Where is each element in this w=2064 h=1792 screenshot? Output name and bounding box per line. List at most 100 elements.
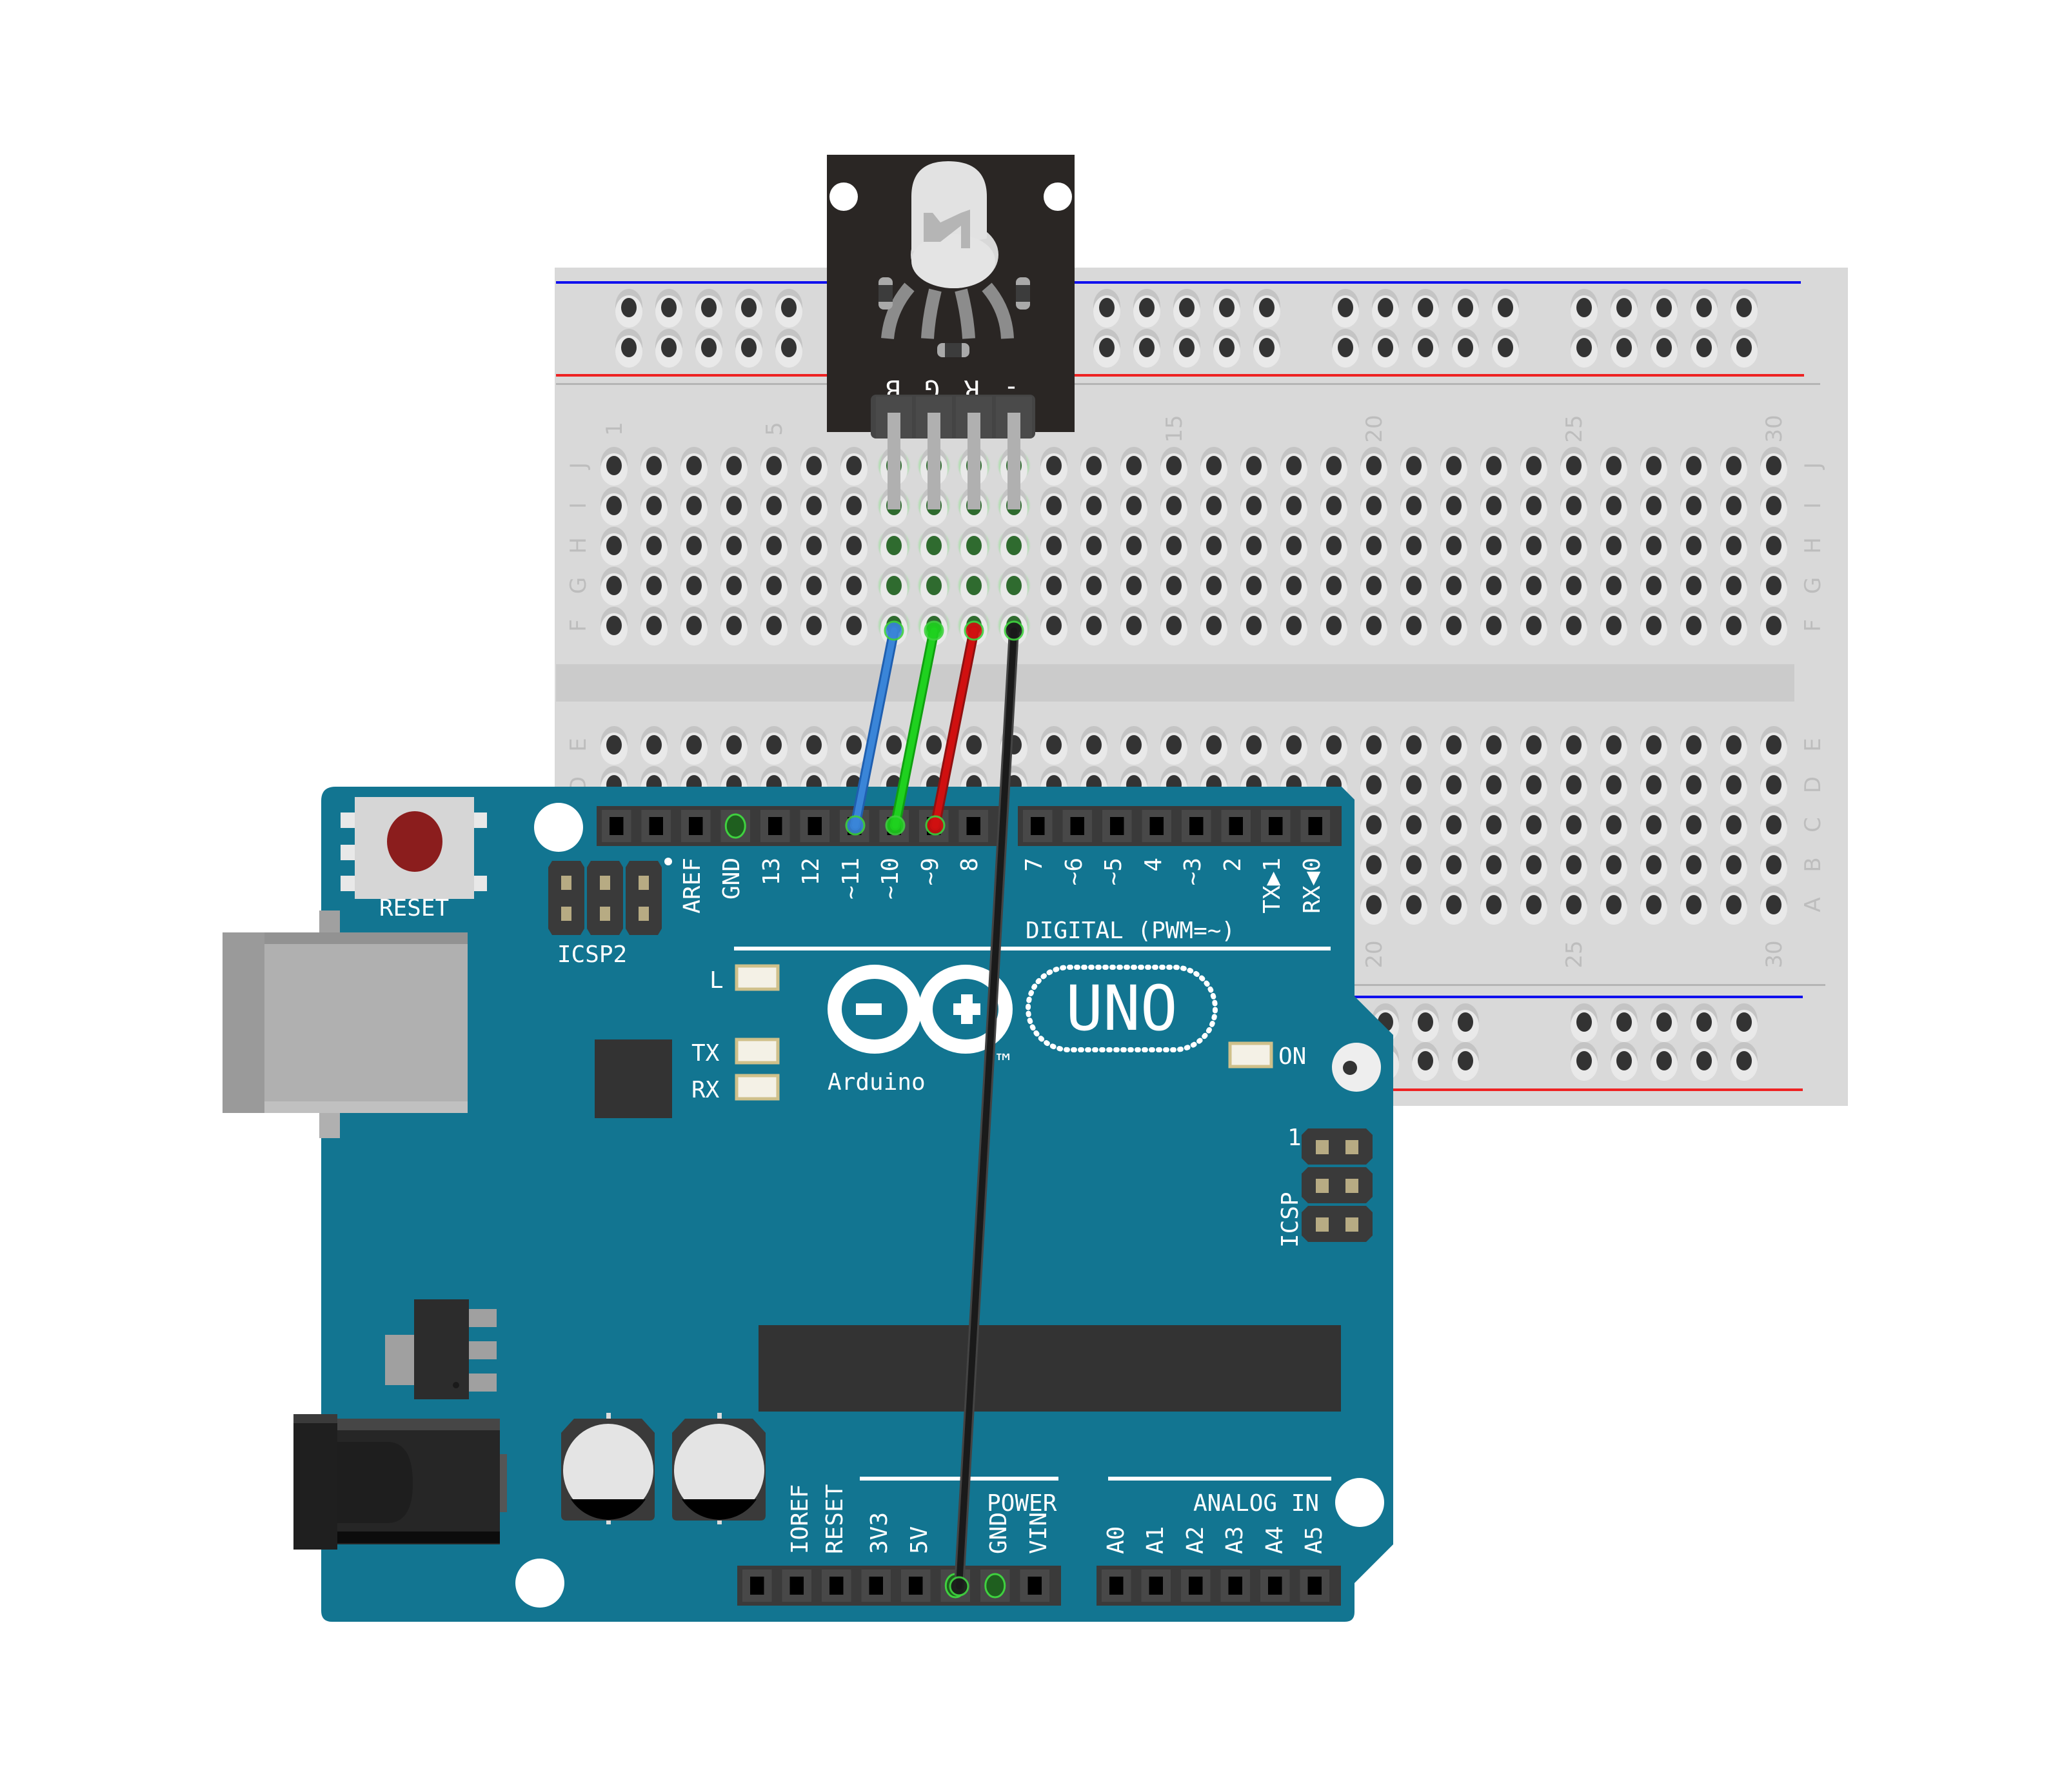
breadboard-hole[interactable] bbox=[640, 487, 668, 526]
breadboard-hole[interactable] bbox=[760, 567, 788, 606]
header-pin-socket[interactable] bbox=[1300, 1570, 1330, 1602]
breadboard-hole[interactable] bbox=[957, 567, 991, 606]
breadboard-hole[interactable] bbox=[1200, 527, 1227, 566]
breadboard-hole[interactable] bbox=[615, 329, 642, 368]
breadboard-hole[interactable] bbox=[1560, 527, 1587, 566]
breadboard-hole[interactable] bbox=[1640, 766, 1667, 805]
header-pin-socket[interactable] bbox=[1221, 810, 1251, 842]
breadboard-hole[interactable] bbox=[1400, 607, 1427, 645]
breadboard-hole[interactable] bbox=[1760, 806, 1787, 845]
breadboard-hole[interactable] bbox=[1360, 726, 1387, 765]
breadboard-hole[interactable] bbox=[1600, 447, 1627, 486]
header-pin-socket[interactable] bbox=[782, 1570, 812, 1602]
header-pin-socket[interactable] bbox=[861, 1570, 891, 1602]
breadboard-hole[interactable] bbox=[1320, 487, 1347, 526]
header-pin-socket[interactable] bbox=[1142, 810, 1172, 842]
breadboard-hole[interactable] bbox=[1760, 487, 1787, 526]
breadboard-hole[interactable] bbox=[1720, 726, 1747, 765]
breadboard-hole[interactable] bbox=[1412, 289, 1439, 328]
breadboard-hole[interactable] bbox=[800, 527, 828, 566]
breadboard-hole[interactable] bbox=[1720, 766, 1747, 805]
breadboard-hole[interactable] bbox=[655, 289, 682, 328]
header-pin-socket[interactable] bbox=[1141, 1570, 1171, 1602]
breadboard-hole[interactable] bbox=[1760, 567, 1787, 606]
breadboard-hole[interactable] bbox=[1400, 846, 1427, 885]
breadboard-hole[interactable] bbox=[1213, 289, 1240, 328]
breadboard-hole[interactable] bbox=[1640, 846, 1667, 885]
reset-button[interactable] bbox=[341, 797, 487, 899]
breadboard-hole[interactable] bbox=[1320, 607, 1347, 645]
breadboard-hole[interactable] bbox=[1452, 329, 1479, 368]
breadboard-hole[interactable] bbox=[800, 726, 828, 765]
breadboard-hole[interactable] bbox=[1452, 1003, 1479, 1042]
breadboard-hole[interactable] bbox=[735, 329, 762, 368]
breadboard-hole[interactable] bbox=[1240, 527, 1267, 566]
breadboard-hole[interactable] bbox=[877, 567, 911, 606]
breadboard-hole[interactable] bbox=[1440, 607, 1467, 645]
breadboard-hole[interactable] bbox=[1360, 806, 1387, 845]
breadboard-hole[interactable] bbox=[1520, 567, 1547, 606]
breadboard-hole[interactable] bbox=[655, 329, 682, 368]
breadboard-hole[interactable] bbox=[680, 447, 708, 486]
breadboard-hole[interactable] bbox=[997, 567, 1031, 606]
breadboard-hole[interactable] bbox=[1412, 1003, 1439, 1042]
breadboard-hole[interactable] bbox=[1320, 726, 1347, 765]
breadboard-hole[interactable] bbox=[1240, 487, 1267, 526]
breadboard-hole[interactable] bbox=[1320, 527, 1347, 566]
breadboard-hole[interactable] bbox=[1040, 447, 1067, 486]
breadboard-hole[interactable] bbox=[1120, 487, 1147, 526]
breadboard-hole[interactable] bbox=[877, 487, 911, 526]
breadboard-hole[interactable] bbox=[1440, 527, 1467, 566]
breadboard-hole[interactable] bbox=[1440, 886, 1467, 925]
header-pin-socket[interactable] bbox=[1102, 1570, 1131, 1602]
breadboard-hole[interactable] bbox=[1120, 527, 1147, 566]
breadboard-hole[interactable] bbox=[775, 289, 802, 328]
breadboard-hole[interactable] bbox=[1093, 289, 1120, 328]
breadboard-hole[interactable] bbox=[1680, 726, 1707, 765]
breadboard-hole[interactable] bbox=[1360, 567, 1387, 606]
breadboard-hole[interactable] bbox=[1520, 527, 1547, 566]
breadboard-hole[interactable] bbox=[1360, 886, 1387, 925]
breadboard-hole[interactable] bbox=[720, 726, 748, 765]
breadboard-hole[interactable] bbox=[1480, 846, 1507, 885]
breadboard-hole[interactable] bbox=[1280, 447, 1307, 486]
breadboard-hole[interactable] bbox=[1560, 886, 1587, 925]
breadboard-hole[interactable] bbox=[1240, 607, 1267, 645]
breadboard-hole[interactable] bbox=[1253, 289, 1280, 328]
breadboard-hole[interactable] bbox=[1520, 726, 1547, 765]
breadboard-hole[interactable] bbox=[1280, 726, 1307, 765]
breadboard-hole[interactable] bbox=[1400, 726, 1427, 765]
breadboard-hole[interactable] bbox=[1320, 447, 1347, 486]
breadboard-hole[interactable] bbox=[1120, 567, 1147, 606]
breadboard-hole[interactable] bbox=[1680, 487, 1707, 526]
breadboard-hole[interactable] bbox=[880, 726, 908, 765]
breadboard-hole[interactable] bbox=[1611, 1003, 1638, 1042]
breadboard-hole[interactable] bbox=[1480, 806, 1507, 845]
breadboard-hole[interactable] bbox=[1492, 289, 1519, 328]
breadboard-hole[interactable] bbox=[1731, 289, 1758, 328]
breadboard-hole[interactable] bbox=[1560, 447, 1587, 486]
breadboard-hole[interactable] bbox=[1120, 726, 1147, 765]
breadboard-hole[interactable] bbox=[800, 567, 828, 606]
breadboard-hole[interactable] bbox=[1640, 726, 1667, 765]
breadboard-hole[interactable] bbox=[1731, 1042, 1758, 1081]
breadboard-hole[interactable] bbox=[640, 447, 668, 486]
breadboard-hole[interactable] bbox=[800, 607, 828, 645]
breadboard-hole[interactable] bbox=[1400, 766, 1427, 805]
breadboard-hole[interactable] bbox=[1080, 447, 1107, 486]
breadboard-hole[interactable] bbox=[1452, 289, 1479, 328]
breadboard-hole[interactable] bbox=[695, 329, 722, 368]
breadboard-hole[interactable] bbox=[1600, 527, 1627, 566]
breadboard-hole[interactable] bbox=[1760, 726, 1787, 765]
breadboard-hole[interactable] bbox=[1360, 527, 1387, 566]
breadboard-hole[interactable] bbox=[1571, 1003, 1598, 1042]
breadboard-hole[interactable] bbox=[1640, 527, 1667, 566]
breadboard-hole[interactable] bbox=[1240, 567, 1267, 606]
breadboard-hole[interactable] bbox=[1651, 1042, 1678, 1081]
breadboard-hole[interactable] bbox=[1080, 726, 1107, 765]
breadboard-hole[interactable] bbox=[1640, 567, 1667, 606]
breadboard-hole[interactable] bbox=[1080, 607, 1107, 645]
breadboard-hole[interactable] bbox=[1400, 527, 1427, 566]
breadboard-hole[interactable] bbox=[1680, 886, 1707, 925]
